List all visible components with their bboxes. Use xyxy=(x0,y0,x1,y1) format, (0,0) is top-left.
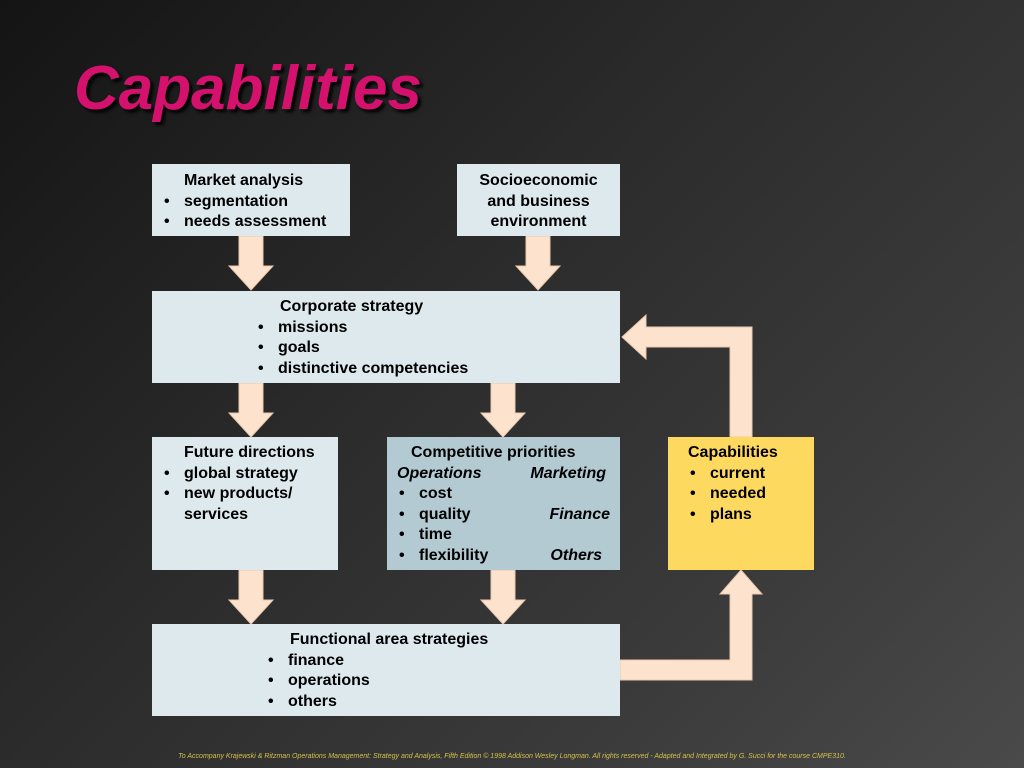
others-label: Others xyxy=(550,546,602,564)
functional-bullet-others: others xyxy=(266,692,620,713)
functional-area-heading: Functional area strategies xyxy=(290,631,489,648)
capabilities-bullet-needed: needed xyxy=(688,484,814,505)
competitive-bullet-quality: quality Finance xyxy=(397,505,620,526)
corporate-strategy-box: Corporate strategy missions goals distin… xyxy=(152,291,620,383)
operations-column-heading: Operations xyxy=(397,464,482,482)
functional-area-box: Functional area strategies finance opera… xyxy=(152,624,620,716)
competitive-bullet-flexibility: flexibility Others xyxy=(397,546,620,567)
market-bullet-segmentation: segmentation xyxy=(162,192,350,213)
market-bullet-needs-assessment: needs assessment xyxy=(162,212,350,233)
arrow-functional-to-capabilities xyxy=(619,569,764,681)
corporate-bullet-goals: goals xyxy=(256,338,620,359)
arrow-future-to-functional xyxy=(227,569,275,625)
competitive-priorities-heading: Competitive priorities xyxy=(411,444,576,461)
arrow-market-to-corporate xyxy=(227,235,275,291)
future-bullet-global-strategy: global strategy xyxy=(162,464,338,485)
cost-label: cost xyxy=(419,485,452,502)
capabilities-bullet-current: current xyxy=(688,464,814,485)
functional-bullet-operations: operations xyxy=(266,671,620,692)
marketing-column-heading: Marketing xyxy=(530,464,606,482)
functional-bullet-finance: finance xyxy=(266,651,620,672)
socio-line-3: environment xyxy=(490,213,587,230)
arrow-corporate-to-competitive xyxy=(479,382,527,438)
flexibility-label: flexibility xyxy=(419,546,489,564)
slide-title: Capabilities xyxy=(74,54,422,123)
corporate-bullet-competencies: distinctive competencies xyxy=(256,359,620,380)
corporate-bullet-missions: missions xyxy=(256,318,620,339)
future-directions-heading: Future directions xyxy=(184,444,315,461)
socioeconomic-box: Socioeconomic and business environment xyxy=(457,164,620,236)
capabilities-bullet-plans: plans xyxy=(688,505,814,526)
socio-line-2: and business xyxy=(487,192,590,210)
future-continuation-services: services xyxy=(184,505,249,523)
arrow-capabilities-to-corporate xyxy=(621,313,753,438)
market-analysis-box: Market analysis segmentation needs asses… xyxy=(152,164,350,236)
time-label: time xyxy=(419,526,452,543)
finance-label: Finance xyxy=(549,505,610,523)
capabilities-box: Capabilities current needed plans xyxy=(668,437,814,570)
competitive-bullet-time: time xyxy=(397,525,620,546)
footer-credit: To Accompany Krajewski & Ritzman Operati… xyxy=(178,753,846,760)
arrow-competitive-to-functional xyxy=(479,569,527,625)
market-analysis-heading: Market analysis xyxy=(184,172,304,189)
arrow-corporate-to-future xyxy=(227,382,275,438)
competitive-priorities-box: Competitive priorities Operations Market… xyxy=(387,437,620,570)
socio-line-1: Socioeconomic xyxy=(479,172,598,189)
arrow-socio-to-corporate xyxy=(514,235,562,291)
competitive-bullet-cost: cost xyxy=(397,484,620,505)
future-directions-box: Future directions global strategy new pr… xyxy=(152,437,338,570)
future-bullet-new-products: new products/ xyxy=(162,484,338,505)
capabilities-heading: Capabilities xyxy=(688,444,778,461)
quality-label: quality xyxy=(419,505,471,523)
corporate-strategy-heading: Corporate strategy xyxy=(280,298,424,315)
